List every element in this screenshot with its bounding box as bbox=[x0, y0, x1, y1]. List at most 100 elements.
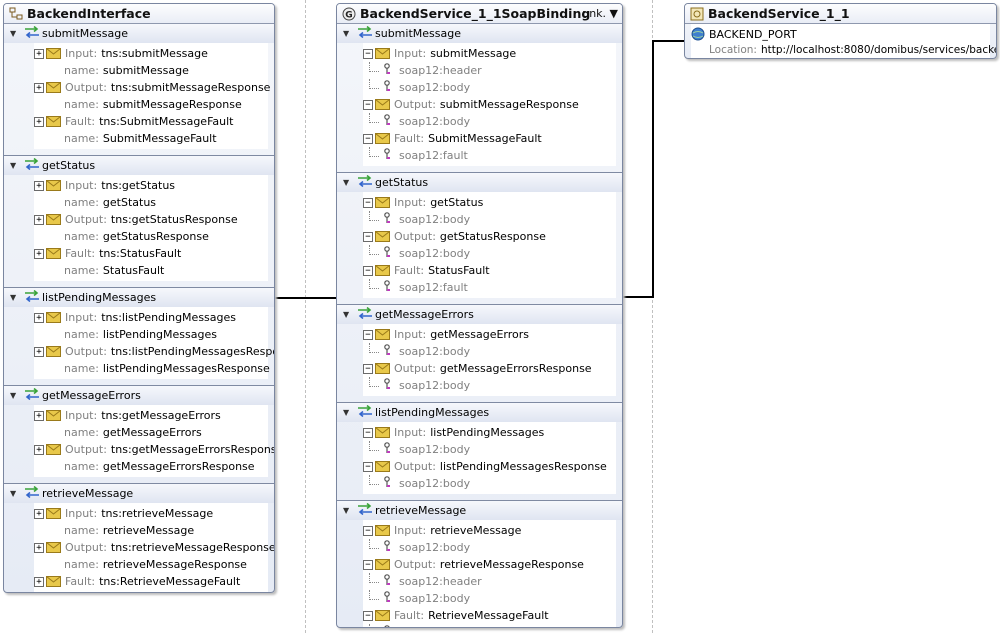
collapse-minus-icon[interactable]: − bbox=[363, 48, 373, 59]
message-ref[interactable]: tns:submitMessageResponse bbox=[110, 81, 271, 94]
collapse-triangle-icon[interactable]: ▼ bbox=[10, 161, 17, 170]
message-ref[interactable]: getStatus bbox=[430, 196, 484, 209]
expand-plus-icon[interactable]: + bbox=[34, 508, 44, 519]
collapse-minus-icon[interactable]: − bbox=[363, 610, 373, 621]
expand-plus-icon[interactable]: + bbox=[34, 180, 44, 191]
expand-plus-icon[interactable]: + bbox=[34, 444, 44, 455]
expand-plus-icon[interactable]: + bbox=[34, 346, 44, 357]
message-ref[interactable]: submitMessage bbox=[430, 47, 517, 60]
soap-extension-row[interactable]: soap12:body bbox=[363, 79, 616, 96]
collapse-triangle-icon[interactable]: ▼ bbox=[10, 29, 17, 38]
soap-extension-row[interactable]: soap12:fault bbox=[363, 279, 616, 296]
collapse-triangle-icon[interactable]: ▼ bbox=[343, 310, 350, 319]
message-ref[interactable]: tns:listPendingMessagesResponse bbox=[110, 345, 274, 358]
expand-plus-icon[interactable]: + bbox=[34, 214, 44, 225]
collapse-triangle-icon[interactable]: ▼ bbox=[343, 29, 350, 38]
message-ref[interactable]: getMessageErrors bbox=[430, 328, 530, 341]
message-ref[interactable]: getStatusResponse bbox=[439, 230, 546, 243]
message-ref[interactable]: tns:RetrieveMessageFault bbox=[99, 575, 241, 588]
message-ref[interactable]: tns:listPendingMessages bbox=[101, 311, 236, 324]
message-row[interactable]: +Input:tns:submitMessage bbox=[34, 45, 268, 62]
soap-extension-row[interactable]: soap12:body bbox=[363, 343, 616, 360]
collapse-minus-icon[interactable]: − bbox=[363, 427, 373, 438]
service-title-bar[interactable]: BackendService_1_1 bbox=[685, 4, 996, 24]
soap-extension-row[interactable]: soap12:body bbox=[363, 245, 616, 262]
message-ref[interactable]: RetrieveMessageFault bbox=[428, 609, 549, 622]
message-row[interactable]: +Input:tns:retrieveMessage bbox=[34, 505, 268, 522]
message-row[interactable]: −Fault:StatusFault bbox=[363, 262, 616, 279]
operation-header[interactable]: ▼getMessageErrors bbox=[4, 386, 274, 405]
message-row[interactable]: −Fault:SubmitMessageFault bbox=[363, 130, 616, 147]
message-ref[interactable]: tns:retrieveMessageResponse bbox=[110, 541, 275, 554]
collapse-minus-icon[interactable]: − bbox=[363, 363, 373, 374]
message-ref[interactable]: tns:SubmitMessageFault bbox=[99, 115, 234, 128]
message-ref[interactable]: retrieveMessageResponse bbox=[439, 558, 584, 571]
message-row[interactable]: +Fault:tns:RetrieveMessageFault bbox=[34, 573, 268, 590]
message-row[interactable]: +Output:tns:submitMessageResponse bbox=[34, 79, 271, 96]
operation-header[interactable]: ▼getStatus bbox=[4, 156, 274, 175]
message-ref[interactable]: tns:StatusFault bbox=[99, 247, 182, 260]
operation-header[interactable]: ▼retrieveMessage bbox=[4, 484, 274, 503]
collapse-triangle-icon[interactable]: ▼ bbox=[343, 178, 350, 187]
message-ref[interactable]: retrieveMessage bbox=[430, 524, 522, 537]
soap-extension-row[interactable]: soap12:fault bbox=[363, 624, 616, 627]
expand-plus-icon[interactable]: + bbox=[34, 48, 44, 59]
expand-plus-icon[interactable]: + bbox=[34, 312, 44, 323]
collapse-minus-icon[interactable]: − bbox=[363, 461, 373, 472]
collapse-triangle-icon[interactable]: ▼ bbox=[10, 391, 17, 400]
message-row[interactable]: −Output:getStatusResponse bbox=[363, 228, 616, 245]
message-row[interactable]: +Output:tns:retrieveMessageResponse bbox=[34, 539, 274, 556]
collapse-minus-icon[interactable]: − bbox=[363, 99, 373, 110]
operation-header[interactable]: ▼submitMessage bbox=[337, 24, 622, 43]
operation-header[interactable]: ▼listPendingMessages bbox=[4, 288, 274, 307]
soap-extension-row[interactable]: soap12:body bbox=[363, 441, 616, 458]
expand-plus-icon[interactable]: + bbox=[34, 82, 44, 93]
message-ref[interactable]: listPendingMessagesResponse bbox=[439, 460, 607, 473]
collapse-minus-icon[interactable]: − bbox=[363, 265, 373, 276]
message-row[interactable]: +Input:tns:getMessageErrors bbox=[34, 407, 268, 424]
collapse-minus-icon[interactable]: − bbox=[363, 329, 373, 340]
collapse-minus-icon[interactable]: − bbox=[363, 197, 373, 208]
interface-title-bar[interactable]: BackendInterface bbox=[4, 4, 274, 24]
message-ref[interactable]: tns:getStatus bbox=[101, 179, 176, 192]
collapse-minus-icon[interactable]: − bbox=[363, 525, 373, 536]
binding-operation[interactable]: ▼getMessageErrors−Input:getMessageErrors… bbox=[337, 305, 622, 403]
message-ref[interactable]: StatusFault bbox=[428, 264, 490, 277]
soap-extension-row[interactable]: soap12:body bbox=[363, 590, 616, 607]
expand-plus-icon[interactable]: + bbox=[34, 410, 44, 421]
soap-extension-row[interactable]: soap12:body bbox=[363, 377, 616, 394]
message-row[interactable]: +Output:tns:getStatusResponse bbox=[34, 211, 268, 228]
expand-plus-icon[interactable]: + bbox=[34, 576, 44, 587]
expand-plus-icon[interactable]: + bbox=[34, 116, 44, 127]
soap-extension-row[interactable]: soap12:body bbox=[363, 475, 616, 492]
operation-header[interactable]: ▼retrieveMessage bbox=[337, 501, 622, 520]
message-row[interactable]: +Fault:tns:SubmitMessageFault bbox=[34, 113, 268, 130]
location-url[interactable]: http://localhost:8080/domibus/services/b… bbox=[760, 44, 997, 56]
operation-header[interactable]: ▼submitMessage bbox=[4, 24, 274, 43]
interface-operation[interactable]: ▼getMessageErrors +Input:tns:getMessageEr… bbox=[4, 386, 274, 484]
message-row[interactable]: −Input:getStatus bbox=[363, 194, 616, 211]
message-row[interactable]: −Output:getMessageErrorsResponse bbox=[363, 360, 616, 377]
message-row[interactable]: +Input:tns:listPendingMessages bbox=[34, 309, 268, 326]
message-ref[interactable]: listPendingMessages bbox=[430, 426, 545, 439]
message-row[interactable]: −Input:retrieveMessage bbox=[363, 522, 616, 539]
message-ref[interactable]: getMessageErrorsResponse bbox=[439, 362, 592, 375]
binding-style-dropdown[interactable]: unk. ▼ bbox=[582, 7, 618, 20]
soap-extension-row[interactable]: soap12:body bbox=[363, 211, 616, 228]
binding-panel[interactable]: G BackendService_1_1SoapBinding unk. ▼ ▼… bbox=[336, 3, 623, 628]
binding-operation[interactable]: ▼listPendingMessages−Input:listPendingMe… bbox=[337, 403, 622, 501]
collapse-triangle-icon[interactable]: ▼ bbox=[343, 506, 350, 515]
message-row[interactable]: −Input:listPendingMessages bbox=[363, 424, 616, 441]
collapse-minus-icon[interactable]: − bbox=[363, 559, 373, 570]
soap-extension-row[interactable]: soap12:header bbox=[363, 573, 616, 590]
interface-panel[interactable]: BackendInterface ▼submitMessage +Input:tn… bbox=[3, 3, 275, 593]
message-ref[interactable]: tns:getMessageErrors bbox=[101, 409, 221, 422]
message-row[interactable]: +Input:tns:getStatus bbox=[34, 177, 268, 194]
message-ref[interactable]: tns:submitMessage bbox=[101, 47, 208, 60]
message-ref[interactable]: submitMessageResponse bbox=[439, 98, 579, 111]
binding-title-bar[interactable]: G BackendService_1_1SoapBinding unk. ▼ bbox=[337, 4, 622, 24]
